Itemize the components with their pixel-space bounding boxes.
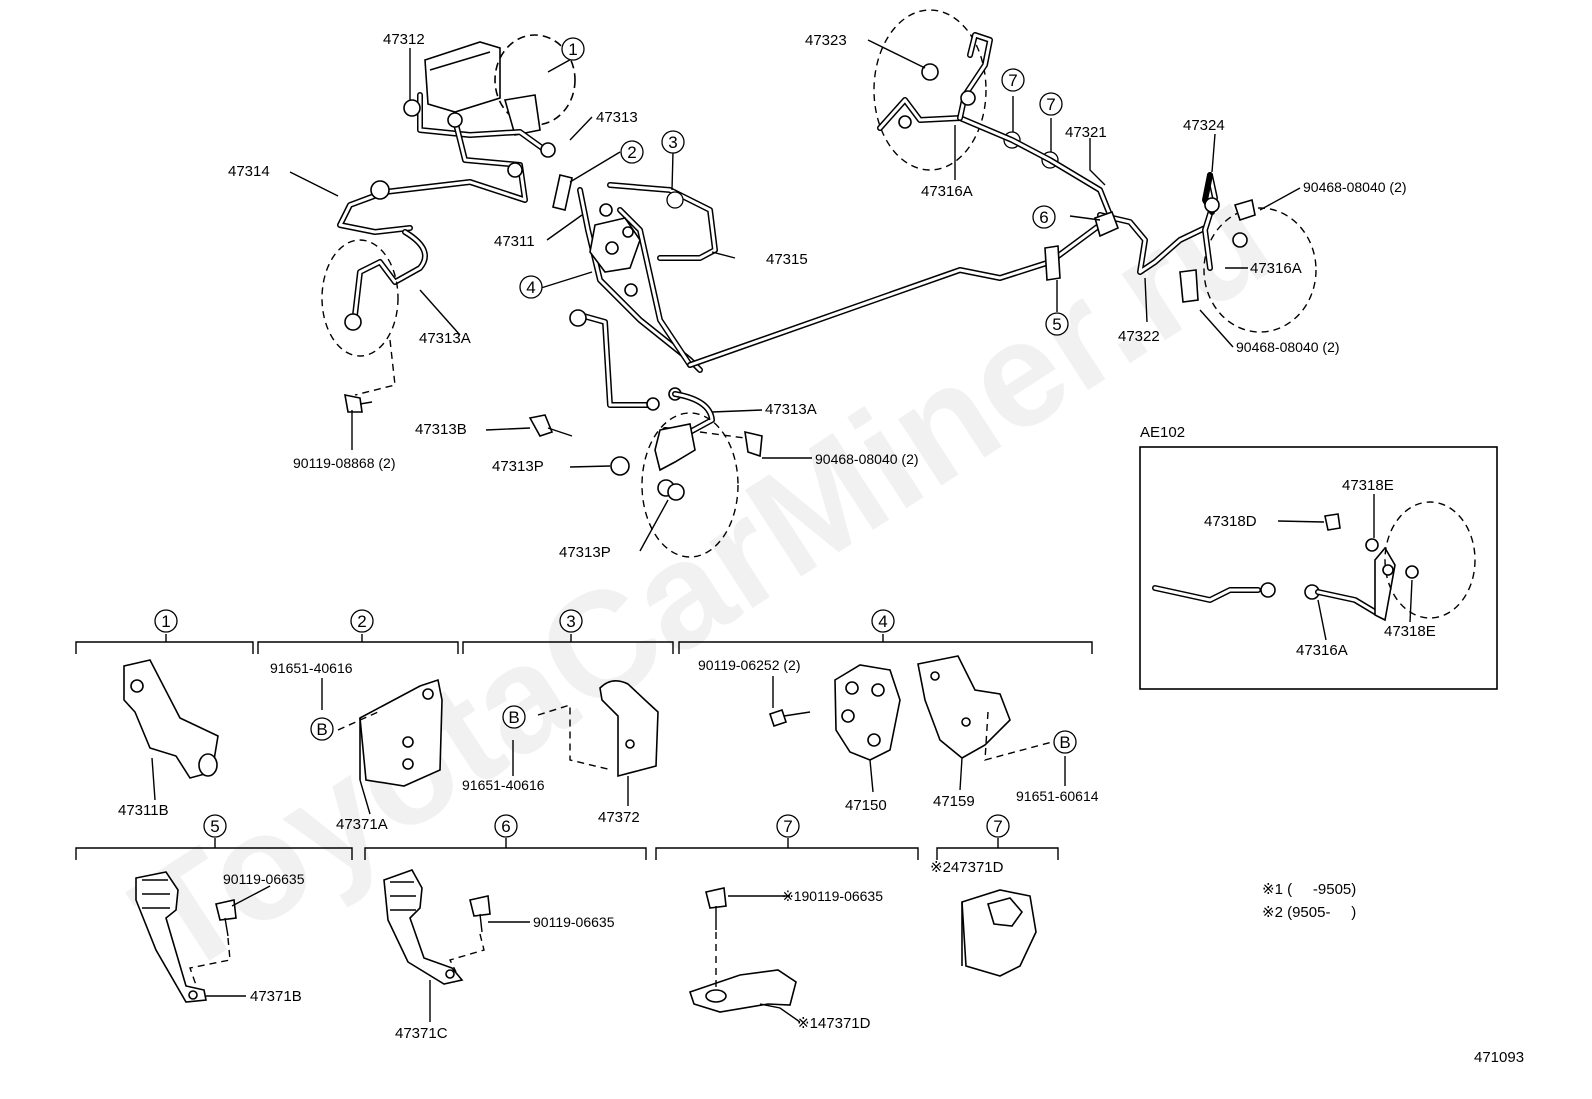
bolt-ref-b-1: B: [310, 717, 334, 741]
ae102-inset: [1139, 446, 1498, 690]
label-47318e-a: 47318E: [1342, 477, 1394, 494]
label-47150: 47150: [845, 797, 887, 814]
callout-7-top-a: 7: [1001, 68, 1025, 92]
label-91651-40616-b: 91651-40616: [462, 777, 545, 793]
svg-text:5: 5: [1052, 315, 1061, 334]
label-47371b: 47371B: [250, 988, 302, 1005]
svg-text:2: 2: [357, 612, 366, 631]
label-90119-06635-a: 90119-06635: [223, 871, 305, 887]
callout-6-top: 6: [1032, 205, 1056, 229]
svg-text:7: 7: [1008, 71, 1017, 90]
label-47371d-a: ※147371D: [797, 1015, 871, 1032]
callout-markers: 1 2 3 4 5 6 7 7 1 2 3 4 5 6 7 7 B B B: [154, 37, 1077, 838]
label-47371c: 47371C: [395, 1025, 448, 1042]
callout-5-top: 5: [1045, 312, 1069, 336]
callout-6-group: 6: [494, 814, 518, 838]
label-47316a-top: 47316A: [921, 183, 973, 200]
svg-text:4: 4: [526, 278, 535, 297]
svg-text:6: 6: [1039, 208, 1048, 227]
label-47313a-mid: 47313A: [765, 401, 817, 418]
right-front-hose-group: [528, 391, 763, 558]
svg-text:4: 4: [878, 612, 887, 631]
label-90119-06635-c: ※190119-06635: [782, 888, 883, 904]
svg-text:7: 7: [783, 817, 792, 836]
bolt-ref-b-2: B: [502, 705, 526, 729]
svg-text:B: B: [508, 708, 519, 727]
label-91651-40616-a: 91651-40616: [270, 660, 353, 676]
label-47318d: 47318D: [1204, 513, 1257, 530]
callout-2-group: 2: [350, 609, 374, 633]
svg-text:6: 6: [501, 817, 510, 836]
svg-text:2: 2: [627, 143, 636, 162]
proportioning-valve-group: [552, 131, 1103, 411]
svg-text:7: 7: [993, 817, 1002, 836]
callout-1-group: 1: [154, 609, 178, 633]
svg-text:B: B: [316, 720, 327, 739]
label-90119-06635-b: 90119-06635: [533, 914, 615, 930]
label-47321: 47321: [1065, 124, 1107, 141]
label-90468-mid: 90468-08040 (2): [815, 451, 919, 467]
label-47323: 47323: [805, 32, 847, 49]
master-cylinder-group: [337, 34, 576, 235]
label-47313-top: 47313: [596, 109, 638, 126]
label-47372: 47372: [598, 809, 640, 826]
label-91651-60614: 91651-60614: [1016, 788, 1099, 804]
callout-5-group: 5: [203, 814, 227, 838]
label-47313b: 47313B: [415, 421, 467, 438]
callout-3-top: 3: [661, 130, 685, 154]
label-90119-08868: 90119-08868 (2): [293, 455, 395, 471]
note-1: ※1 ( -9505): [1262, 881, 1356, 898]
label-90468-r1: 90468-08040 (2): [1303, 179, 1407, 195]
svg-text:B: B: [1059, 733, 1070, 752]
label-47322: 47322: [1118, 328, 1160, 345]
rear-left-group: [873, 9, 1113, 281]
figure-number: 471093: [1474, 1049, 1524, 1066]
label-47371d-b: ※247371D: [930, 859, 1004, 876]
callout-2-top: 2: [620, 140, 644, 164]
callout-3-group: 3: [559, 609, 583, 633]
callout-4-top: 4: [519, 275, 543, 299]
label-47311b: 47311B: [118, 802, 169, 819]
svg-text:5: 5: [210, 817, 219, 836]
svg-text:7: 7: [1046, 95, 1055, 114]
label-47312: 47312: [383, 31, 425, 48]
callout-7-group-a: 7: [776, 814, 800, 838]
detail-brackets: [75, 634, 1093, 1013]
label-47313p-a: 47313P: [492, 458, 544, 475]
callout-7-top-b: 7: [1039, 92, 1063, 116]
leader-lines: [151, 39, 1413, 1023]
label-47315: 47315: [766, 251, 808, 268]
svg-text:1: 1: [568, 40, 577, 59]
label-47371a: 47371A: [336, 816, 388, 833]
label-47159: 47159: [933, 793, 975, 810]
rear-right-group: [1094, 172, 1317, 333]
label-47311: 47311: [494, 233, 535, 250]
bolt-ref-b-3: B: [1053, 730, 1077, 754]
label-47318e-b: 47318E: [1384, 623, 1436, 640]
callout-4-group: 4: [871, 609, 895, 633]
svg-text:3: 3: [668, 133, 677, 152]
label-47324: 47324: [1183, 117, 1225, 134]
label-47314: 47314: [228, 163, 270, 180]
label-47313a-left: 47313A: [419, 330, 471, 347]
part-labels: 47312 47313 47314 47311 47315 47313A 473…: [118, 31, 1524, 1066]
label-90119-06252: 90119-06252 (2): [698, 657, 800, 673]
label-90468-r2: 90468-08040 (2): [1236, 339, 1340, 355]
label-47316a-right: 47316A: [1250, 260, 1302, 277]
note-2: ※2 (9505- ): [1262, 904, 1356, 921]
label-ae102: AE102: [1140, 424, 1185, 441]
callout-1-top: 1: [561, 37, 585, 61]
label-47313p-b: 47313P: [559, 544, 611, 561]
svg-text:1: 1: [161, 612, 170, 631]
left-front-hose-group: [321, 229, 428, 413]
svg-text:3: 3: [566, 612, 575, 631]
label-47316a-box: 47316A: [1296, 642, 1348, 659]
callout-7-group-b: 7: [986, 814, 1010, 838]
